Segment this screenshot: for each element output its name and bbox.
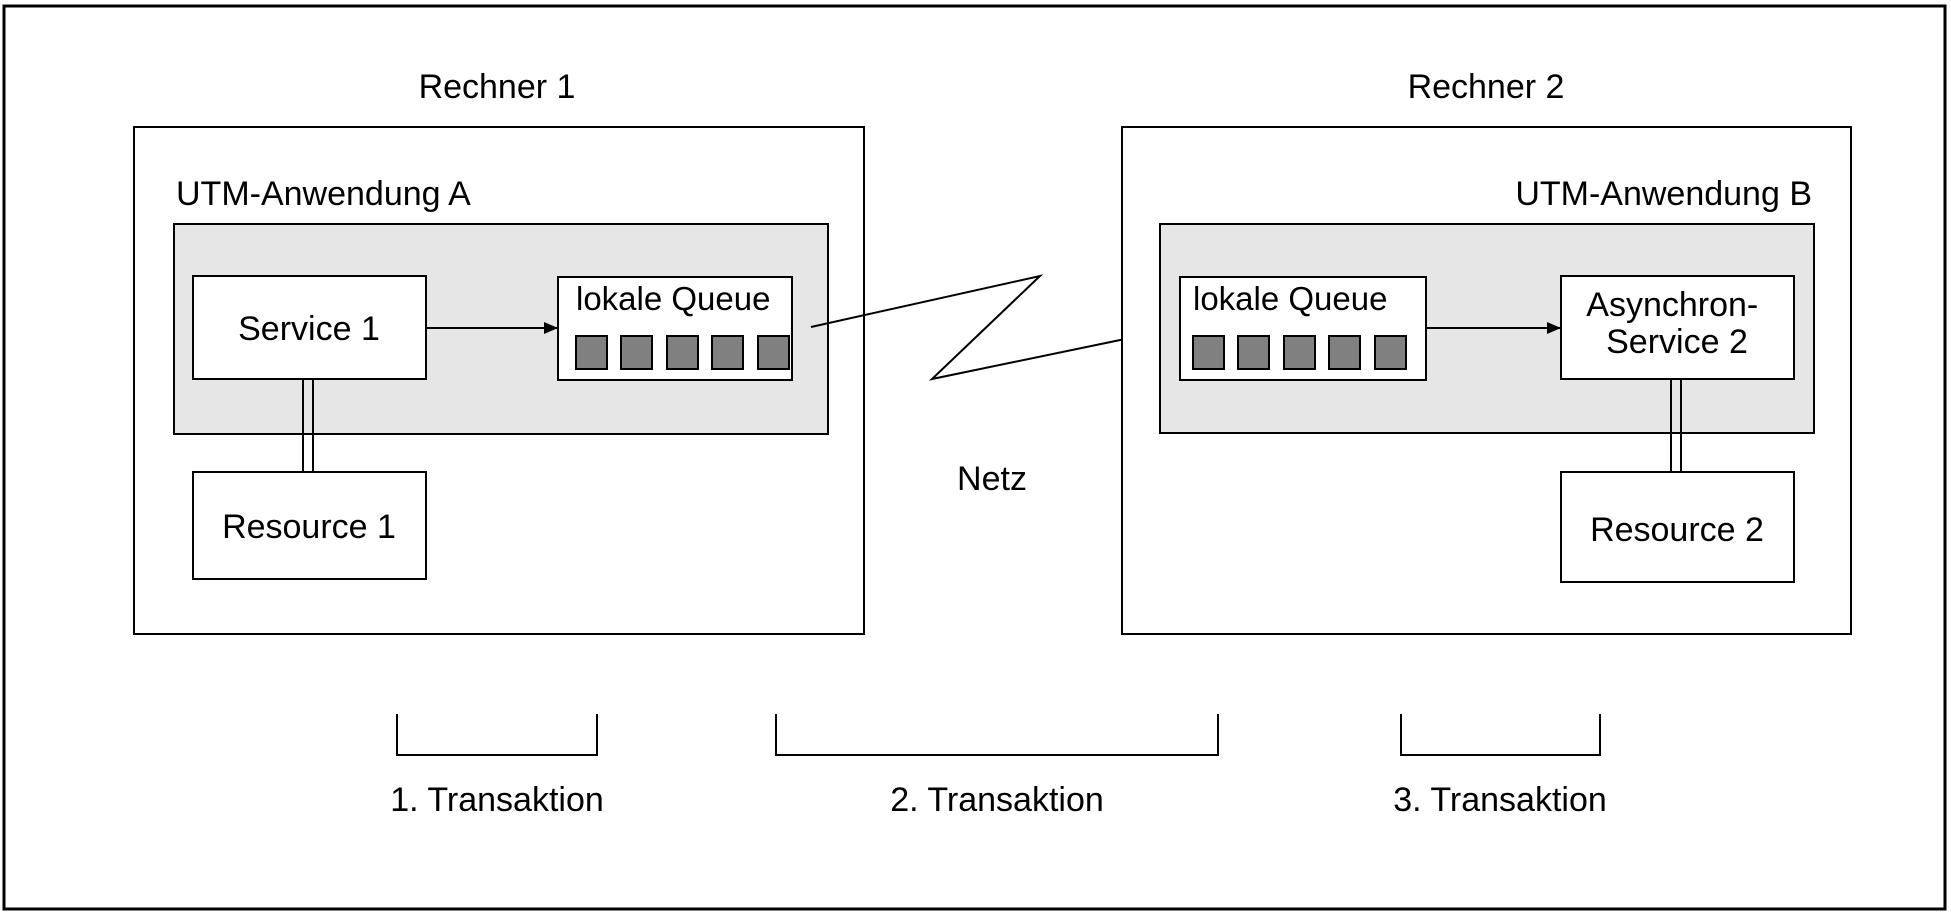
queue-1-slots (575, 335, 790, 370)
async-service-2-line-2: Service 2 (1606, 323, 1748, 361)
queue-slot (1374, 335, 1407, 370)
service-1-resource-connector (302, 379, 314, 472)
transaction-2: 2. Transaktion (775, 714, 1219, 819)
queue-slot (666, 335, 699, 370)
transaction-2-bracket (775, 714, 1219, 756)
queue-slot (1328, 335, 1361, 370)
async-service-2-line-1: Asynchron- (1586, 286, 1758, 324)
transaction-1: 1. Transaktion (390, 714, 604, 819)
queue-slot (1192, 335, 1225, 370)
computer-1-title: Rechner 1 (419, 68, 576, 106)
queue-slot (1283, 335, 1316, 370)
application-a-label: UTM-Anwendung A (176, 175, 471, 213)
queue-slot (620, 335, 653, 370)
resource-2-box (1560, 471, 1795, 583)
resource-1-label: Resource 1 (222, 508, 396, 546)
queue-1-label: lokale Queue (576, 280, 770, 317)
async-service-2-box (1560, 275, 1795, 380)
service-1-box (192, 275, 427, 380)
network-label: Netz (957, 460, 1027, 498)
queue-slot (575, 335, 608, 370)
transaction-3-bracket (1400, 714, 1601, 756)
application-b-label: UTM-Anwendung B (1515, 175, 1812, 213)
queue-2-label: lokale Queue (1193, 280, 1387, 317)
transaction-3-label: 3. Transaktion (1393, 781, 1607, 819)
resource-1-box (192, 471, 427, 580)
transaction-2-label: 2. Transaktion (890, 781, 1104, 819)
service-1-label: Service 1 (238, 310, 380, 348)
computer-2-title: Rechner 2 (1408, 68, 1565, 106)
network-link (810, 274, 1179, 381)
computer-1: Rechner 1 UTM-Anwendung A Service 1 loka… (133, 68, 865, 635)
queue-2-slots (1192, 335, 1407, 370)
transaction-1-bracket (396, 714, 598, 756)
computer-2: Rechner 2 UTM-Anwendung B lokale Queue A… (1121, 68, 1852, 635)
transaction-1-label: 1. Transaktion (390, 781, 604, 819)
transaction-3: 3. Transaktion (1393, 714, 1607, 819)
async-service-2-label: Asynchron- Service 2 (1586, 286, 1767, 361)
queue-slot (1237, 335, 1270, 370)
service-2-resource-connector (1670, 379, 1682, 472)
queue-slot (757, 335, 790, 370)
queue-slot (711, 335, 744, 370)
resource-2-label: Resource 2 (1590, 511, 1764, 549)
